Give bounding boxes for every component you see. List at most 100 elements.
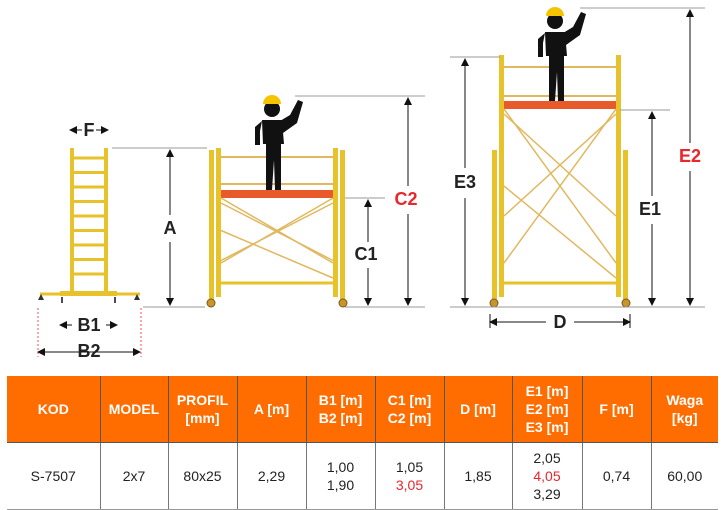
worker-body	[262, 120, 284, 190]
cell-value: 4,05	[533, 468, 561, 484]
dimension-E3: E3	[450, 56, 705, 308]
dimension-E1: E1	[620, 109, 670, 306]
table-cell: 1,85	[444, 442, 513, 510]
label-C2: C2	[394, 189, 417, 209]
cross-brace	[220, 202, 334, 262]
ladder-frame-side-view	[37, 147, 207, 357]
worker-figure	[538, 7, 586, 101]
hard-hat-icon	[546, 7, 564, 16]
cell-value: 0,74	[602, 468, 631, 484]
outer-post	[340, 150, 345, 300]
cell-value: 2,05	[533, 450, 561, 466]
cell-value: 80x25	[183, 468, 222, 484]
worker-left-arm	[538, 33, 545, 57]
inner-post	[216, 148, 221, 297]
header-line: [kg]	[671, 410, 698, 426]
specification-table: KOD MODEL PROFIL [mm] A [m] B1 [m] B2 [m] C1 [m…	[7, 376, 718, 510]
label-B2: B2	[77, 341, 100, 361]
inner-post	[616, 55, 621, 297]
cell-value: 1,00	[326, 459, 355, 475]
cell-value: 2,29	[257, 468, 286, 484]
platform	[221, 190, 333, 198]
label-C1: C1	[354, 244, 377, 264]
dimension-C1: C1	[345, 197, 385, 306]
table-cell: 2,29	[237, 442, 307, 510]
dimension-F: F	[69, 120, 109, 140]
inner-post	[333, 148, 338, 297]
dimension-D: D	[489, 312, 631, 332]
outer-post	[209, 150, 214, 300]
outer-post	[623, 150, 628, 300]
wheel	[338, 298, 348, 308]
cell-value: S-7507	[30, 468, 76, 484]
cell-value: 3,05	[395, 477, 424, 493]
cell-value: 1,85	[464, 468, 492, 484]
column-header: C1 [m]C2 [m]	[375, 376, 445, 443]
table-cell: 60,00	[651, 442, 718, 510]
worker-raised-arm	[280, 100, 303, 133]
cross-brace	[503, 113, 617, 217]
cell-value: 3,29	[533, 486, 561, 502]
column-header: E1 [m] E2 [m] E3 [m]	[512, 376, 583, 443]
platform	[504, 101, 616, 109]
header-line: A [m]	[253, 401, 290, 417]
dimension-C2: C2	[295, 95, 425, 308]
label-F: F	[84, 120, 95, 140]
wheel	[206, 298, 216, 308]
scaffold-low-platform	[206, 95, 348, 308]
cross-brace	[503, 185, 617, 279]
dimension-A: A	[164, 149, 177, 306]
column-header: A [m]	[237, 376, 307, 443]
header-line: [mm]	[185, 410, 220, 426]
cell-value: 1,05	[395, 459, 424, 475]
table-cell: S-7507	[7, 442, 101, 510]
wheel	[489, 298, 499, 308]
worker-body	[545, 32, 567, 101]
table-cell: 1,00 1,90	[306, 442, 376, 510]
worker-figure	[255, 95, 303, 190]
label-E3: E3	[454, 172, 476, 192]
table-cell: 0,74	[582, 442, 652, 510]
header-line: E1 [m]	[525, 383, 569, 399]
cell-value: 60,00	[667, 468, 703, 484]
worker-head	[547, 13, 563, 29]
table-row: S-7507 2x7 80x25 2,29 1,00 1,90 1,05 3,05 1,85 2,…	[7, 442, 718, 510]
column-header: F [m]	[582, 376, 652, 443]
label-B1: B1	[77, 315, 100, 335]
column-header: MODEL	[100, 376, 169, 443]
table-cell: 2,05 4,05 3,29	[512, 442, 583, 510]
header-line: C1 [m]	[387, 392, 432, 408]
header-line: F [m]	[599, 401, 634, 417]
table-cell: 1,05 3,05	[375, 442, 445, 510]
cell-value: 2x7	[122, 468, 146, 484]
outer-post	[492, 150, 497, 300]
inner-post	[499, 55, 504, 297]
header-line: KOD	[37, 401, 69, 417]
header-line: Waga	[666, 392, 704, 408]
table-header-row: KOD MODEL PROFIL [mm] A [m] B1 [m] B2 [m] C1 [m…	[7, 376, 718, 443]
header-line: E3 [m]	[525, 419, 569, 435]
scaffold-high-platform	[489, 7, 631, 308]
column-header: D [m]	[444, 376, 513, 443]
label-A: A	[164, 218, 177, 238]
dimension-B2: B2	[37, 341, 141, 361]
header-line: B1 [m]	[318, 392, 363, 408]
header-line: B2 [m]	[318, 410, 363, 426]
wheel	[621, 298, 631, 308]
dimension-B1: B1	[59, 315, 118, 335]
header-line: E2 [m]	[525, 401, 569, 417]
table-cell: 80x25	[168, 442, 238, 510]
dimension-E2: E2	[580, 7, 705, 306]
cross-brace	[503, 108, 617, 264]
column-header: Waga [kg]	[651, 376, 718, 443]
table-cell: 2x7	[100, 442, 169, 510]
header-line: D [m]	[460, 401, 496, 417]
header-line: PROFIL	[176, 392, 229, 408]
scaffold-dimension-diagram: F A B1 B2 C1 C2 E3 E1	[37, 7, 705, 361]
cell-value: 1,90	[326, 477, 355, 493]
cross-brace	[220, 197, 334, 264]
label-E2: E2	[679, 146, 701, 166]
column-header: PROFIL [mm]	[168, 376, 238, 443]
label-E1: E1	[639, 199, 661, 219]
worker-raised-arm	[563, 12, 586, 45]
